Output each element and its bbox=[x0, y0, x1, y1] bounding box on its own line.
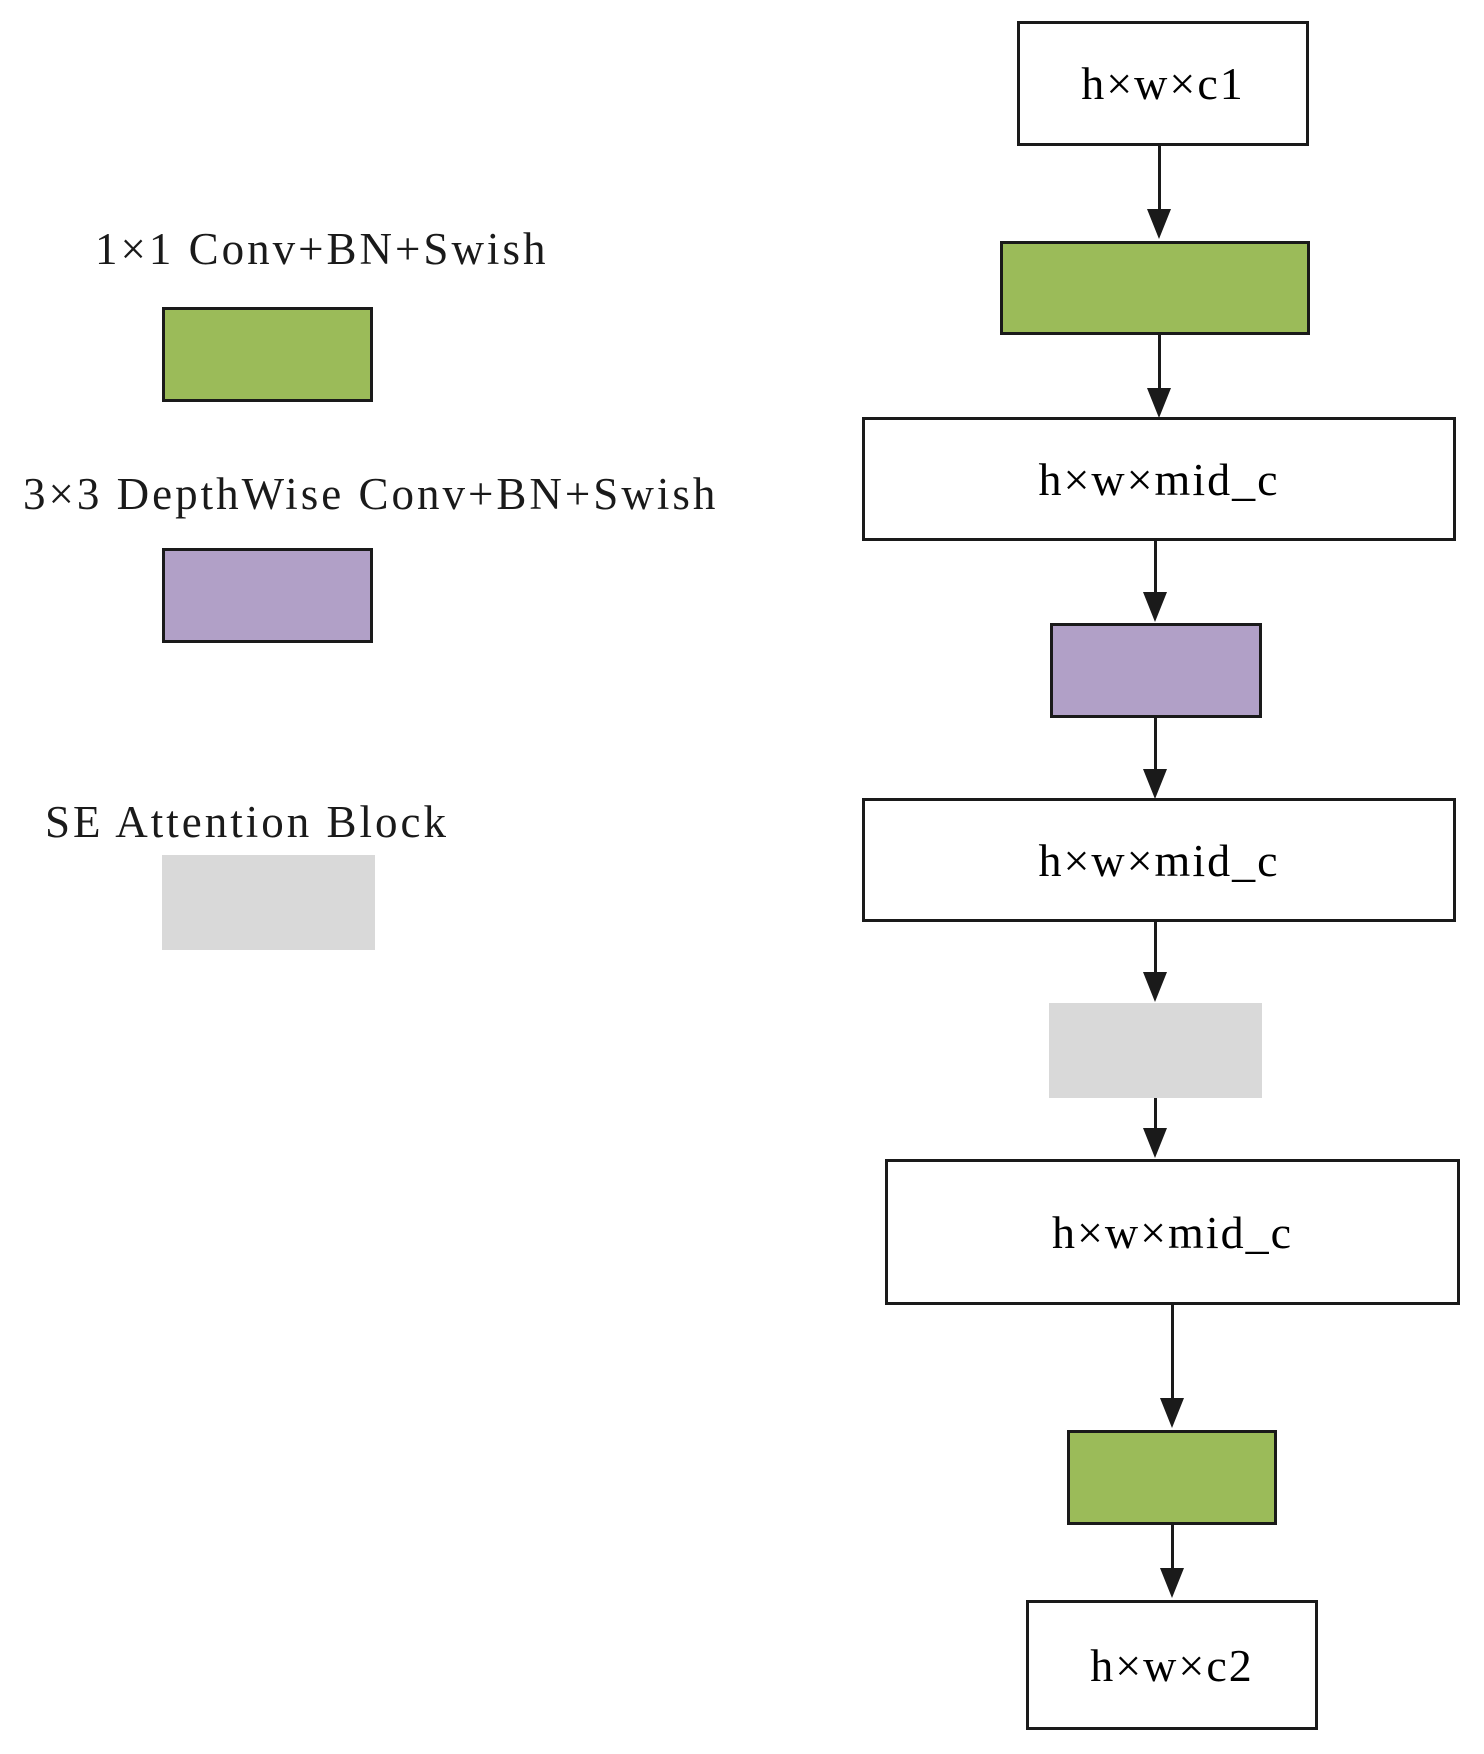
tensor-label-input: h×w×c1 bbox=[1081, 58, 1245, 109]
block-node-se-attention bbox=[1049, 1003, 1262, 1098]
tensor-node-output: h×w×c2 bbox=[1026, 1600, 1318, 1730]
arrow-shaft bbox=[1157, 335, 1161, 388]
arrow-shaft bbox=[1153, 718, 1157, 769]
flow-arrow-8 bbox=[1159, 1525, 1185, 1598]
tensor-label-mid1: h×w×mid_c bbox=[1038, 453, 1280, 505]
arrow-head-icon bbox=[1147, 209, 1171, 239]
arrow-shaft bbox=[1153, 541, 1157, 592]
flow-arrow-7 bbox=[1159, 1305, 1185, 1428]
tensor-node-mid1: h×w×mid_c bbox=[862, 417, 1456, 541]
flow-arrow-1 bbox=[1146, 146, 1172, 239]
tensor-node-mid2: h×w×mid_c bbox=[862, 798, 1456, 922]
flow-arrow-4 bbox=[1142, 718, 1168, 799]
legend-swatch-depthwise-conv bbox=[162, 548, 373, 643]
legend-swatch-se-attention bbox=[162, 855, 375, 950]
arrow-head-icon bbox=[1143, 972, 1167, 1002]
legend-label-depthwise-conv: 3×3 DepthWise Conv+BN+Swish bbox=[23, 469, 719, 519]
arrow-shaft bbox=[1170, 1525, 1174, 1568]
arrow-head-icon bbox=[1143, 769, 1167, 799]
arrow-head-icon bbox=[1143, 1128, 1167, 1158]
legend-swatch-conv1x1 bbox=[162, 307, 373, 402]
block-node-depthwise-conv bbox=[1050, 623, 1262, 718]
legend-label-conv1x1: 1×1 Conv+BN+Swish bbox=[95, 224, 549, 274]
flow-arrow-2 bbox=[1146, 335, 1172, 418]
tensor-node-input: h×w×c1 bbox=[1017, 21, 1309, 146]
block-node-conv1x1-expand bbox=[1000, 241, 1310, 335]
arrow-shaft bbox=[1157, 146, 1161, 209]
arrow-head-icon bbox=[1147, 388, 1171, 418]
tensor-node-mid3: h×w×mid_c bbox=[885, 1159, 1460, 1305]
arrow-shaft bbox=[1153, 922, 1157, 972]
legend-label-se-attention: SE Attention Block bbox=[45, 797, 450, 847]
flow-arrow-3 bbox=[1142, 541, 1168, 622]
flow-arrow-5 bbox=[1142, 922, 1168, 1002]
tensor-label-mid3: h×w×mid_c bbox=[1051, 1206, 1294, 1258]
flow-arrow-6 bbox=[1142, 1098, 1168, 1158]
arrow-head-icon bbox=[1160, 1398, 1184, 1428]
arrow-shaft bbox=[1170, 1305, 1174, 1398]
tensor-label-mid2: h×w×mid_c bbox=[1038, 834, 1280, 886]
arrow-head-icon bbox=[1143, 592, 1167, 622]
tensor-label-output: h×w×c2 bbox=[1090, 1639, 1254, 1691]
block-node-conv1x1-project bbox=[1067, 1430, 1277, 1525]
arrow-shaft bbox=[1153, 1098, 1157, 1128]
arrow-head-icon bbox=[1160, 1568, 1184, 1598]
